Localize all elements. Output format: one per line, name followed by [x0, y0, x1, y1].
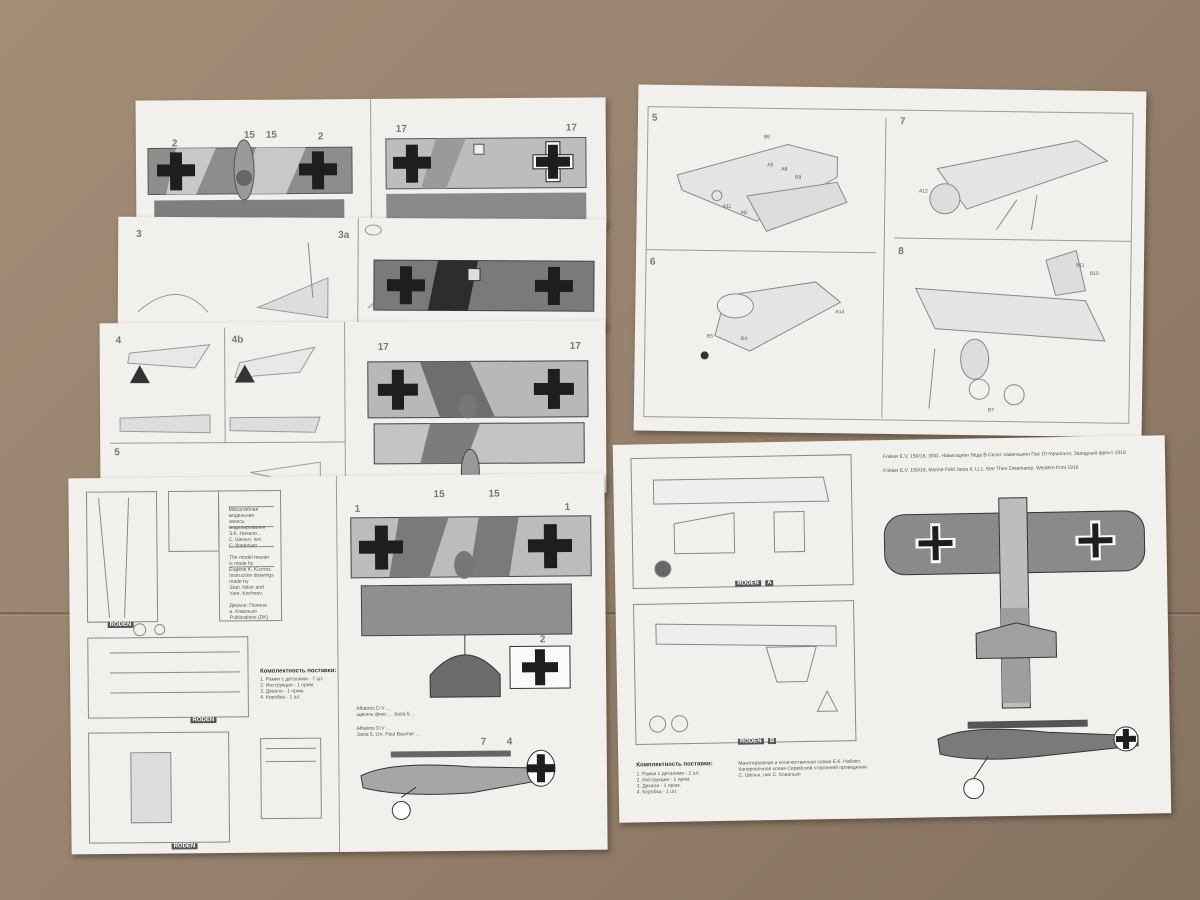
sprue-code-c: RODEN [171, 843, 198, 850]
fokker-sprue-a-letter: A [765, 580, 774, 587]
callout-17: 17 [395, 123, 407, 135]
iron-cross-left-wing [156, 152, 196, 191]
sprue-credits-en: The model master is made by Eugene K. Ku… [229, 554, 274, 597]
callout-15c: 15 [433, 489, 445, 501]
albatros-step4-drawings [110, 322, 589, 495]
sprue-contents-list: 1. Рамки с деталями - 7 шт. 2. Инструкци… [260, 676, 324, 701]
assembly-step-7: 7 [899, 116, 906, 128]
fokker-side-profile [937, 719, 1139, 800]
fokker-sprue-b [633, 600, 857, 745]
iron-cross-right-wing [298, 151, 338, 190]
callout-2: 2 [171, 138, 178, 150]
sprue-frame-c [88, 731, 322, 844]
step-number-3: 3 [136, 228, 142, 240]
iron-cross-step4-left [377, 369, 418, 410]
step-number-5: 5 [114, 447, 120, 459]
callout-15d: 15 [488, 488, 500, 500]
callout-17c: 17 [377, 341, 389, 353]
fokker-sprue-a [630, 454, 854, 590]
callout-17d: 17 [569, 340, 581, 352]
part-label-a14: A14 [835, 309, 845, 316]
iron-cross-step3-right [534, 266, 573, 306]
part-label-b10: B10 [1089, 270, 1099, 277]
iron-cross-profile-right [527, 524, 573, 569]
fokker-assembly-sheet: 5 7 6 8 B8 A5 A6 B9 A11 A8 A14 B5 B4 A12… [633, 84, 1147, 438]
profile-caption-1: Albatros D.V ... щакэль фикс ... Jasta 5… [356, 705, 416, 718]
fokker-credits: Малотиражная и количественная схема Е.К.… [738, 758, 867, 779]
part-label-b5: B5 [706, 333, 714, 340]
iron-cross-step4-right [533, 368, 574, 409]
albatros-sheet-steps-3: 3 3a [117, 216, 607, 330]
callout-1b: 1 [564, 501, 571, 514]
callout-7: 7 [480, 736, 487, 748]
iron-cross-profile-left [358, 525, 404, 570]
albatros-sheet-top: 15 15 2 2 17 17 [135, 97, 607, 231]
assembly-step-8: 8 [898, 246, 904, 258]
part-label-a6: A6 [781, 166, 788, 173]
step-number-4: 4 [115, 335, 122, 347]
callout-4: 4 [506, 736, 513, 748]
sprue-code-b: RODEN [190, 717, 217, 724]
sprue-frame-a [85, 489, 283, 623]
albatros-side-profile [360, 749, 556, 820]
assembly-step-6: 6 [649, 256, 656, 268]
part-label-b7: B7 [987, 407, 995, 414]
callout-2b: 2 [317, 131, 324, 143]
part-label-a11: A11 [722, 203, 732, 210]
part-label-a8: A8 [740, 209, 747, 216]
part-label-a5: A5 [767, 162, 774, 169]
callout-2c: 2 [539, 634, 546, 646]
fokker-sprue-a-label: RODEN [735, 580, 761, 587]
fokker-contents-list: 1. Рамки с деталями - 2 шт. 2. Инструкци… [636, 770, 700, 796]
part-label-b4: B4 [740, 335, 748, 343]
callout-1: 1 [354, 503, 361, 515]
step-number-4b: 4b [231, 334, 244, 346]
albatros-sprue-sheet: Масштабная модельная запись моделировани… [68, 473, 608, 855]
albatros-sheet-steps-4: 4 4b 5 17 17 [99, 320, 607, 496]
iron-cross-right-page-left [392, 144, 432, 183]
part-label-a12: A12 [918, 188, 928, 195]
fokker-top-view [883, 497, 1146, 709]
assembly-step-5: 5 [651, 112, 658, 124]
callout-15b: 15 [265, 129, 277, 141]
fokker-assembly-drawings [643, 106, 1134, 424]
step-number-3a: 3a [338, 229, 350, 241]
fokker-sprue-b-label: RODEN [737, 738, 764, 745]
fokker-profile-drawings [630, 454, 1146, 800]
sprue-contents-title: Комплектность поставки: [260, 668, 337, 675]
sprue-code-a: RODEN [107, 621, 134, 629]
part-label-b8: B8 [763, 134, 770, 141]
fokker-profile-sheet: RODEN A RODEN B Fokker E.V, 150/18, 3/lt… [612, 435, 1172, 823]
callout-15: 15 [243, 129, 255, 141]
iron-cross-right-page-right [532, 141, 574, 183]
decal-credits: Декали: Полина и. Ковалько Publications … [229, 602, 269, 621]
part-label-b9: B9 [795, 174, 802, 181]
fokker-sprue-b-letter: B [767, 738, 777, 745]
sprue-frame-b [87, 623, 249, 719]
sprue-credits-ru: Масштабная модельная запись моделировани… [228, 506, 266, 549]
albatros-top-drawings [147, 98, 587, 231]
part-label-b11: B11 [1075, 262, 1085, 269]
albatros-step3-drawings [137, 217, 595, 328]
iron-cross-step3-left [386, 266, 425, 305]
callout-17b: 17 [565, 122, 577, 134]
albatros-sprue-drawings [85, 476, 592, 852]
profile-caption-2: Albatros D.V ... Jasta 5, Ltn. Paul Baum… [356, 725, 420, 738]
